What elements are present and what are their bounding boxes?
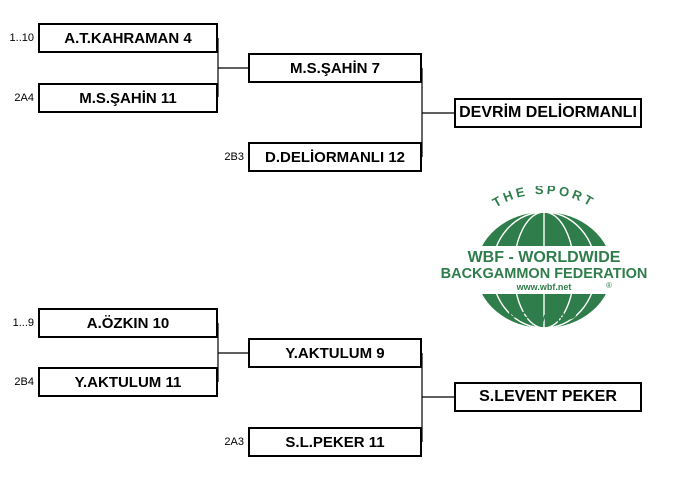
match-box-ozkin: A.ÖZKIN 10: [38, 308, 218, 338]
logo-line2: BACKGAMMON FEDERATION: [441, 266, 648, 282]
winner-name: S.LEVENT PEKER: [479, 388, 617, 405]
player-score: 11: [368, 433, 385, 451]
seed-label: 2B4: [14, 376, 34, 388]
round2-box-aktulum: Y.AKTULUM 9: [248, 338, 422, 368]
logo-registered: ®: [606, 281, 612, 290]
player-name: A.T.KAHRAMAN: [64, 29, 180, 47]
seed-label: 1..10: [9, 32, 34, 44]
logo-line1: WBF - WORLDWIDE: [468, 249, 621, 266]
winner-name: DEVRİM DELİORMANLI: [459, 104, 637, 121]
match-box-aktulum: Y.AKTULUM 11: [38, 367, 218, 397]
player-name: M.S.ŞAHİN: [289, 59, 368, 77]
player-name: M.S.ŞAHİN: [79, 89, 157, 107]
match-box-peker: S.L.PEKER 11: [248, 427, 422, 457]
wbf-logo: THE SPORT OF MIND WBF - WORLDWIDE BACKGA…: [428, 182, 660, 332]
round2-box-sahin: M.S.ŞAHİN 7: [248, 53, 422, 83]
seed-label: 2A4: [14, 92, 34, 104]
player-score: 7: [371, 59, 381, 77]
logo-arc-top: THE SPORT: [490, 182, 595, 210]
winner-box-bottom: S.LEVENT PEKER: [454, 382, 642, 412]
match-box-sahin: M.S.ŞAHİN 11: [38, 83, 218, 113]
player-name: Y.AKTULUM: [74, 373, 162, 391]
player-name: S.L.PEKER: [285, 433, 365, 451]
seed-label: 2A3: [224, 436, 244, 448]
match-box-delio: D.DELİORMANLI 12: [248, 142, 422, 172]
player-name: D.DELİORMANLI: [264, 148, 385, 166]
player-score: 11: [165, 373, 182, 391]
player-name: Y.AKTULUM: [285, 344, 373, 362]
logo-arc-bottom: OF MIND: [506, 304, 579, 327]
svg-text:OF MIND: OF MIND: [506, 304, 582, 327]
wbf-logo-graphic: THE SPORT OF MIND WBF - WORLDWIDE BACKGA…: [432, 182, 656, 329]
match-box-kahraman: A.T.KAHRAMAN 4: [38, 23, 218, 53]
logo-url: www.wbf.net: [516, 282, 572, 292]
player-name: A.ÖZKIN: [86, 314, 149, 332]
svg-text:THE SPORT: THE SPORT: [490, 186, 598, 210]
player-score: 4: [183, 29, 192, 47]
seed-label: 1...9: [12, 317, 34, 329]
player-score: 9: [376, 344, 385, 362]
player-score: 11: [160, 89, 177, 107]
seed-label: 2B3: [224, 151, 244, 163]
player-score: 12: [388, 148, 406, 166]
player-score: 10: [152, 314, 170, 332]
winner-box-top: DEVRİM DELİORMANLI: [454, 98, 642, 128]
